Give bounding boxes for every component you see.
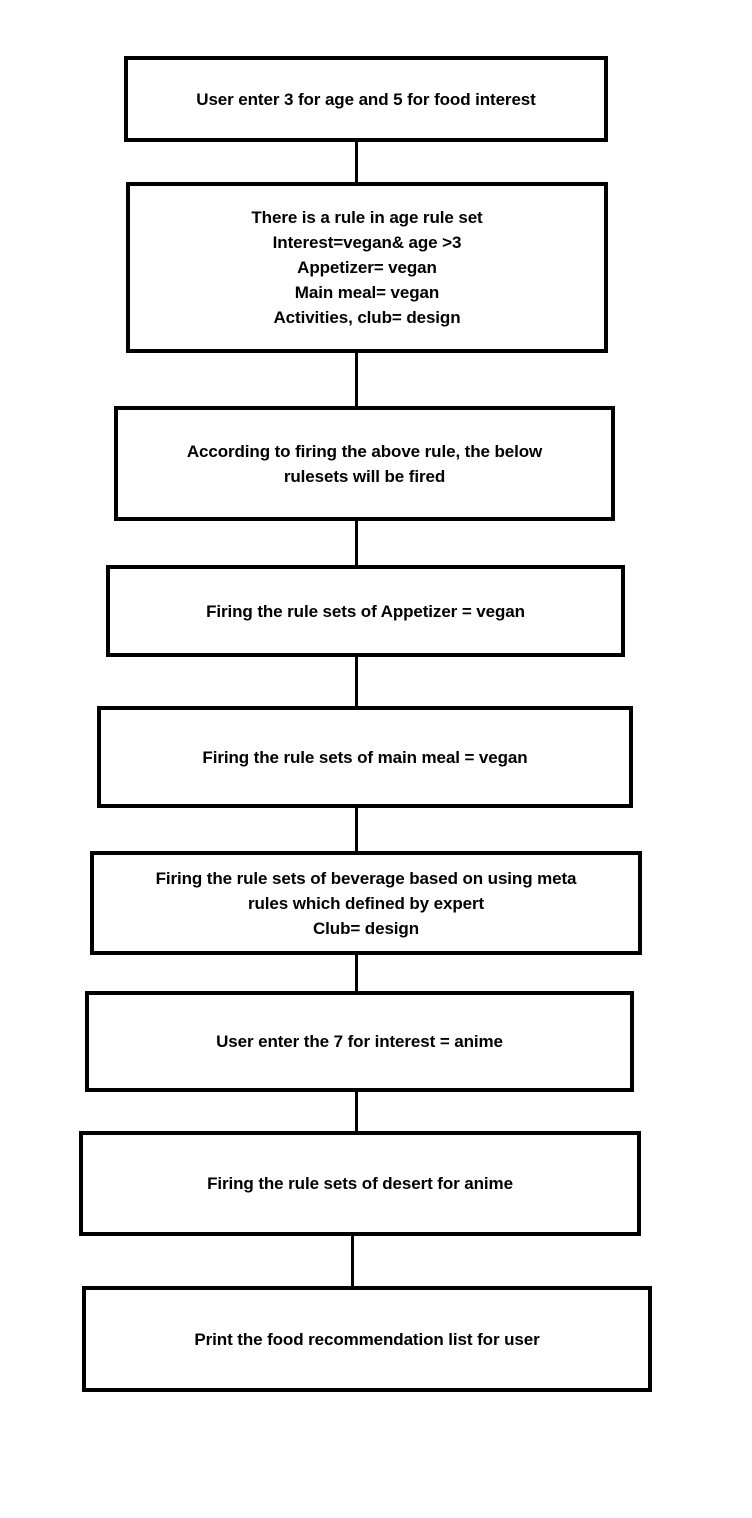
firing-main-meal-ruleset-label: Firing the rule sets of main meal = vega… <box>202 747 528 767</box>
firing-appetizer-ruleset-label: Firing the rule sets of Appetizer = vega… <box>206 601 525 621</box>
user-input-interest-anime[interactable]: User enter the 7 for interest = anime <box>85 991 634 1092</box>
age-rule-set-match-label: There is a rule in age rule set Interest… <box>251 208 483 327</box>
connector-node1-node2 <box>355 142 358 182</box>
user-input-age-food-interest[interactable]: User enter 3 for age and 5 for food inte… <box>124 56 608 142</box>
firing-main-meal-ruleset[interactable]: Firing the rule sets of main meal = vega… <box>97 706 633 808</box>
user-input-interest-anime-label: User enter the 7 for interest = anime <box>216 1032 503 1051</box>
connector-node6-node7 <box>355 955 358 991</box>
firing-desert-anime-ruleset-label: Firing the rule sets of desert for anime <box>207 1174 513 1193</box>
firing-desert-anime-ruleset[interactable]: Firing the rule sets of desert for anime <box>79 1131 641 1236</box>
connector-node2-node3 <box>355 353 358 406</box>
connector-node3-node4 <box>355 521 358 565</box>
firing-appetizer-ruleset[interactable]: Firing the rule sets of Appetizer = vega… <box>106 565 625 657</box>
print-recommendation-list-label: Print the food recommendation list for u… <box>194 1329 540 1349</box>
user-input-age-food-interest-label: User enter 3 for age and 5 for food inte… <box>196 89 536 109</box>
connector-node5-node6 <box>355 808 358 851</box>
rulesets-will-be-fired-label: According to firing the above rule, the … <box>186 441 543 486</box>
print-recommendation-list[interactable]: Print the food recommendation list for u… <box>82 1286 652 1392</box>
firing-beverage-meta-ruleset[interactable]: Firing the rule sets of beverage based o… <box>90 851 642 955</box>
connector-node4-node5 <box>355 657 358 706</box>
rulesets-will-be-fired[interactable]: According to firing the above rule, the … <box>114 406 615 521</box>
connector-node8-node9 <box>351 1236 354 1286</box>
connector-node7-node8 <box>355 1092 358 1131</box>
firing-beverage-meta-ruleset-label: Firing the rule sets of beverage based o… <box>155 868 577 938</box>
age-rule-set-match[interactable]: There is a rule in age rule set Interest… <box>126 182 608 353</box>
